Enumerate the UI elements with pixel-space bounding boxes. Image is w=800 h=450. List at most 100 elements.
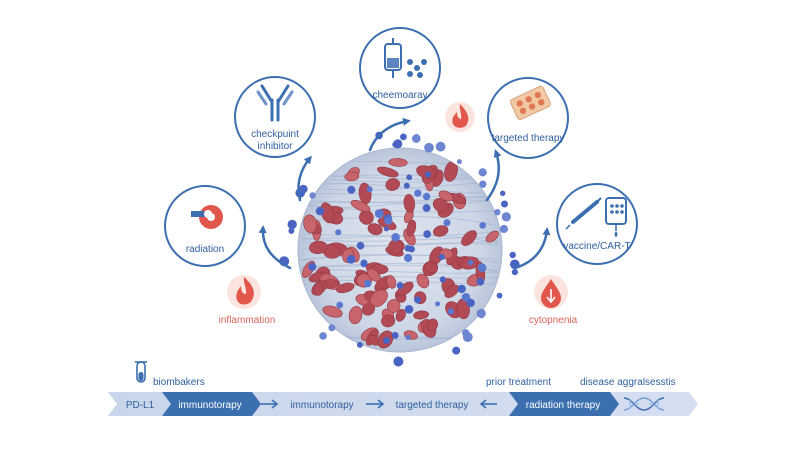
immune-cell	[462, 332, 473, 342]
lymphocyte	[374, 209, 384, 219]
lymphocyte	[423, 230, 432, 239]
immune-cell	[509, 251, 516, 259]
lymphocyte	[384, 216, 393, 225]
biomarkers-label: biombakers	[153, 377, 205, 388]
red-cell	[309, 240, 328, 255]
lymphocyte	[422, 192, 431, 201]
lymphocyte	[404, 305, 414, 314]
lymphocyte	[479, 222, 487, 229]
lymphocyte	[383, 337, 390, 344]
immune-cell	[496, 292, 503, 299]
lymphocyte	[396, 282, 404, 289]
vaccine-label: vaccine/CAR-T	[563, 241, 630, 252]
immune-cell	[393, 356, 404, 367]
drop-down-icon	[534, 275, 568, 309]
node-targeted-therapy[interactable]: targeted therapy	[487, 77, 569, 159]
red-cell	[444, 284, 460, 298]
immune-cell	[478, 168, 487, 177]
lymphocyte	[476, 277, 485, 286]
tissue-sample	[297, 147, 503, 353]
segment-radiation-therapy[interactable]	[509, 392, 619, 416]
cytopenia-label: cytopnenia	[529, 315, 578, 326]
arrow-chemo	[368, 117, 411, 152]
targeted-label: targeted therapy	[492, 133, 565, 144]
immune-cell	[309, 192, 316, 199]
red-cell	[413, 310, 429, 320]
flame-icon	[227, 275, 261, 309]
radiation-label: radiation	[186, 244, 224, 255]
arrow-right-icon	[261, 399, 279, 409]
lymphocyte	[457, 284, 466, 294]
red-cell	[350, 199, 371, 213]
red-cell	[388, 158, 408, 167]
immune-cell	[501, 212, 511, 222]
node-vaccine-car-t[interactable]: vaccine/CAR-T	[556, 183, 638, 265]
dna-icon	[623, 397, 665, 411]
lymphocyte	[356, 241, 365, 250]
lymphocyte	[308, 262, 317, 271]
red-cell	[461, 230, 477, 246]
red-cell	[385, 178, 400, 191]
chemo-label: cheemoaray	[372, 90, 427, 101]
immune-cell	[452, 346, 461, 355]
lymphocyte	[404, 253, 413, 263]
lymphocyte	[439, 276, 446, 283]
red-cell	[359, 210, 374, 225]
immune-cell	[287, 219, 297, 230]
immune-cell	[456, 159, 462, 165]
immune-cell	[478, 312, 485, 319]
node-radiation[interactable]: radiation	[164, 185, 246, 267]
red-cell	[388, 239, 403, 255]
iv-bag-icon	[384, 38, 427, 78]
lymphocyte	[364, 279, 372, 288]
red-cell	[386, 299, 401, 313]
immune-cell	[356, 341, 363, 348]
arrow-targeted	[485, 149, 502, 202]
lymphocyte	[366, 186, 373, 193]
red-cell	[438, 190, 454, 202]
syringe-icon	[565, 197, 602, 230]
arrow-left-icon	[479, 399, 497, 409]
arrow-checkpoint	[297, 155, 312, 202]
lymphocyte	[336, 301, 344, 309]
effect-cytopenia: cytopnenia	[529, 275, 578, 326]
immune-cell	[400, 133, 407, 141]
flow-arrows	[258, 117, 551, 270]
radiation-icon	[191, 205, 223, 229]
red-cell	[406, 219, 417, 237]
red-cell	[344, 171, 360, 182]
prior-treatment-label: prior treatment	[486, 377, 551, 388]
immune-cell	[500, 190, 506, 196]
immune-cell	[435, 141, 446, 152]
red-cell	[336, 282, 355, 294]
node-checkpoint-inhibitor[interactable]: checkpuint inhibitor	[234, 76, 316, 158]
tissue-fiber	[301, 198, 499, 205]
lymphocyte	[467, 259, 474, 266]
red-cell	[433, 225, 449, 237]
lymphocyte	[406, 174, 413, 181]
segment-immunotherapy-1[interactable]	[162, 392, 261, 416]
red-cell	[303, 214, 318, 234]
immune-cell	[511, 269, 518, 276]
immune-cell	[328, 324, 336, 332]
lymphocyte	[435, 301, 441, 307]
effect-inflammation: inflammation	[219, 275, 275, 326]
node-chemotherapy[interactable]: cheemoaray	[359, 27, 441, 109]
immune-cell	[499, 224, 508, 234]
lymphocyte	[335, 229, 342, 236]
red-cell	[361, 303, 375, 316]
immune-cell	[319, 332, 327, 340]
red-cell	[348, 306, 363, 325]
immune-cell	[413, 134, 420, 140]
immune-cell	[479, 180, 487, 188]
flame-icon	[445, 102, 475, 132]
lymphocyte	[477, 263, 487, 273]
arrow-vaccine	[513, 227, 551, 270]
lymphocyte	[414, 189, 422, 197]
lymphocyte	[414, 296, 422, 304]
lymphocyte	[425, 171, 432, 178]
lymphocyte	[408, 245, 415, 253]
red-cell	[424, 261, 438, 274]
lymphocyte	[466, 298, 475, 308]
segment-immunotherapy-1-label: immunotorapy	[178, 400, 241, 411]
